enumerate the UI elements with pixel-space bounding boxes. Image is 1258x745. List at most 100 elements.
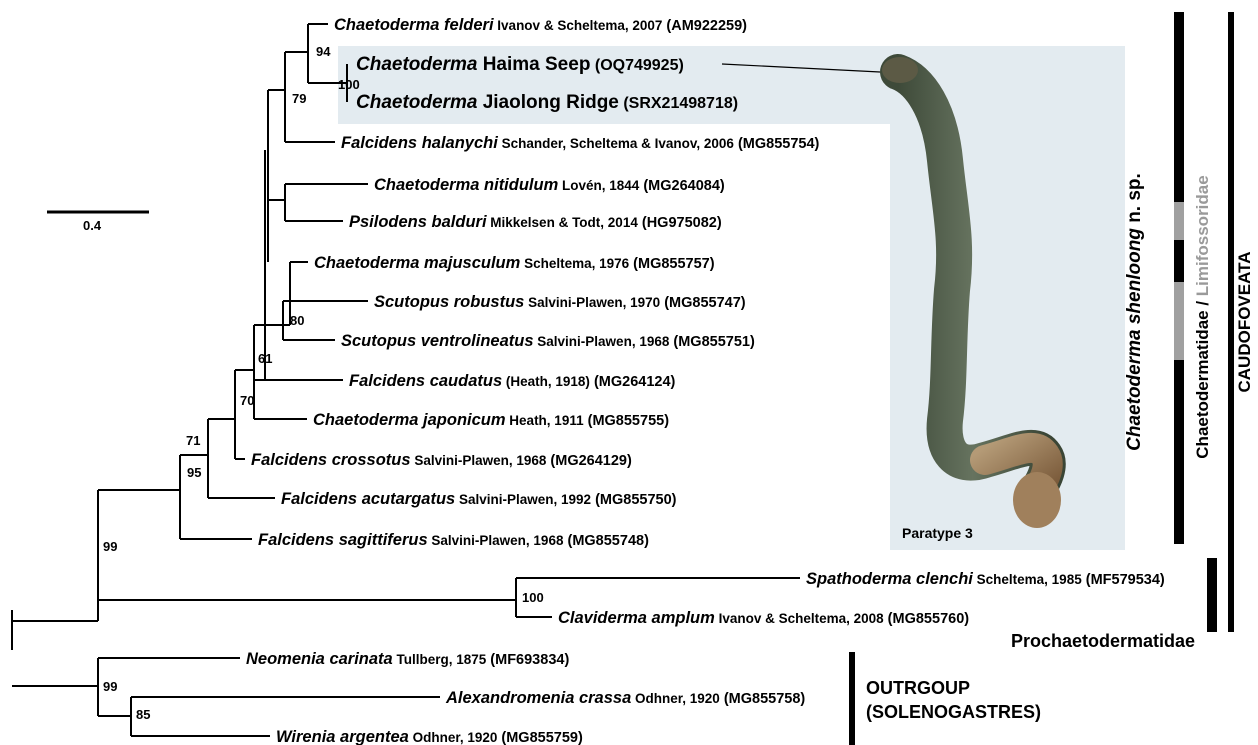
taxon-authority: Odhner, 1920 [409,730,498,745]
new-species-epithet: shenloong [1124,228,1145,324]
taxon-authority: Salvini-Plawen, 1968 [428,533,564,548]
taxon-authority: Mikkelsen & Todt, 2014 [487,215,639,230]
taxon-name: Chaetoderma nitidulum [374,176,558,194]
taxon-label-clenchi: Spathoderma clenchi Scheltema, 1985 (MF5… [806,570,1165,588]
taxon-label-caudatus: Falcidens caudatus (Heath, 1918) (MG2641… [349,372,676,390]
chaetodermatidae-bar-mid [1174,240,1184,282]
support-prochaeto_node: 100 [522,590,544,605]
taxon-accession: (MF579534) [1082,572,1165,588]
caudofoveata-label: CAUDOFOVEATA [1235,192,1258,452]
taxon-name: Chaetoderma [356,92,478,113]
taxon-name: Chaetoderma majusculum [314,254,520,272]
support-caudatus_node: 61 [258,351,272,366]
taxon-label-majusculum: Chaetoderma majusculum Scheltema, 1976 (… [314,254,715,272]
taxon-name: Scutopus robustus [374,293,524,311]
taxon-name: Spathoderma clenchi [806,570,973,588]
taxon-authority: Schander, Scheltema & Ivanov, 2006 [498,136,735,151]
taxon-label-robustus: Scutopus robustus Salvini-Plawen, 1970 (… [374,293,746,311]
taxon-name: Wirenia argentea [276,728,409,745]
taxon-label-crassa: Alexandromenia crassa Odhner, 1920 (MG85… [445,689,805,707]
taxon-name: Falcidens caudatus [349,372,502,390]
taxon-accession: (SRX21498718) [619,95,738,112]
taxon-authority: Scheltema, 1976 [520,256,629,271]
new-species-vertical-label: Chaetoderma shenloong n. sp. [1124,147,1150,477]
taxon-label-nitidulum: Chaetoderma nitidulum Lovén, 1844 (MG264… [374,176,725,194]
taxon-label-carinata: Neomenia carinata Tullberg, 1875 (MF6938… [246,650,569,668]
taxon-authority: Salvini-Plawen, 1968 [534,334,670,349]
support-sagittiferus_node: 95 [187,465,201,480]
taxon-label-sagittiferus: Falcidens sagittiferus Salvini-Plawen, 1… [258,531,649,549]
support-acutargatus_node: 71 [186,433,200,448]
taxon-label-crossotus: Falcidens crossotus Salvini-Plawen, 1968… [251,451,632,469]
support-crossotus_node: 70 [240,393,254,408]
taxon-accession: (MG855760) [884,611,970,627]
taxon-label-felderi: Chaetoderma felderi Ivanov & Scheltema, … [334,16,747,34]
taxon-label-jiaolong: Chaetoderma Jiaolong Ridge (SRX21498718) [356,92,738,113]
taxon-authority: Heath, 1911 [506,413,585,428]
family-vertical-label: Chaetodermatidae / Limifossoridae [1193,117,1217,517]
photo-caption: Paratype 3 [902,525,973,541]
chaetodermatidae-bar-top [1174,12,1184,202]
worm-tail-bulb [1013,472,1061,528]
family-separator: / [1193,296,1212,310]
taxon-accession: (OQ749925) [590,57,683,74]
prochaetodermatidae-bar [1207,558,1217,632]
taxon-name: Chaetoderma japonicum [313,411,506,429]
taxon-label-amplum: Claviderma amplum Ivanov & Scheltema, 20… [558,609,969,627]
outgroup-label: OUTRGOUP (SOLENOGASTRES) [866,676,1041,724]
taxon-accession: (MG264084) [639,178,725,194]
taxon-accession: (MG264129) [546,453,632,469]
taxon-authority: Ivanov & Scheltema, 2008 [715,611,884,626]
taxon-label-balduri: Psilodens balduri Mikkelsen & Todt, 2014… [349,213,722,231]
support-felderi_node: 94 [316,44,331,59]
taxon-accession: (HG975082) [638,215,722,231]
taxon-authority: Salvini-Plawen, 1968 [411,453,547,468]
taxon-accession: (MG855754) [734,136,820,152]
taxon-accession: (MG855759) [497,730,583,745]
support-outgroup_node: 99 [103,679,117,694]
new-species-suffix: n. sp. [1124,173,1145,223]
taxon-authority: Lovén, 1844 [558,178,640,193]
taxon-authority: Salvini-Plawen, 1992 [455,492,591,507]
taxon-locality: Haima Seep [477,54,590,75]
taxon-accession: (MG855758) [720,691,806,707]
new-species-name: Chaetoderma shenloong [1124,223,1145,451]
taxon-accession: (MG855757) [629,256,715,272]
taxon-label-acutargatus: Falcidens acutargatus Salvini-Plawen, 19… [281,490,677,508]
taxon-authority: Ivanov & Scheltema, 2007 [494,18,663,33]
taxon-label-haima: Chaetoderma Haima Seep (OQ749925) [356,54,684,75]
outgroup-bar [849,652,855,745]
taxon-accession: (MG855755) [584,413,670,429]
limifossoridae-bar-2 [1174,282,1184,360]
support-haima_node: 100 [338,77,360,92]
taxon-accession: (MG855748) [563,533,649,549]
taxon-name: Falcidens acutargatus [281,490,455,508]
taxon-accession: (MG855751) [669,334,755,350]
taxon-label-halanychi: Falcidens halanychi Schander, Scheltema … [341,134,820,152]
prochaetodermatidae-label: Prochaetodermatidae [1011,631,1195,652]
scale-bar-label: 0.4 [83,218,101,233]
taxon-authority: (Heath, 1918) [502,374,590,389]
taxon-name: Alexandromenia crassa [445,689,631,707]
taxon-label-japonicum: Chaetoderma japonicum Heath, 1911 (MG855… [313,411,669,429]
taxon-locality: Jiaolong Ridge [477,92,618,113]
taxon-authority: Scheltema, 1985 [973,572,1082,587]
taxon-accession: (MG264124) [590,374,676,390]
taxon-accession: (MF693834) [486,652,569,668]
taxon-name: Claviderma amplum [558,609,715,627]
taxon-name: Neomenia carinata [246,650,393,668]
taxon-authority: Tullberg, 1875 [393,652,487,667]
taxon-accession: (AM922259) [662,18,747,34]
outgroup-line2: (SOLENOGASTRES) [866,700,1041,724]
taxon-authority: Salvini-Plawen, 1970 [524,295,660,310]
limifossoridae-label: Limifossoridae [1193,175,1212,296]
taxon-accession: (MG855747) [660,295,746,311]
taxon-name: Falcidens sagittiferus [258,531,428,549]
worm-head [882,57,918,83]
support-halanychi_node: 79 [292,91,306,106]
outgroup-line1: OUTRGOUP [866,676,1041,700]
support-chaetoderm_root: 99 [103,539,117,554]
taxon-accession: (MG855750) [591,492,677,508]
support-scutopus_node: 80 [290,313,304,328]
